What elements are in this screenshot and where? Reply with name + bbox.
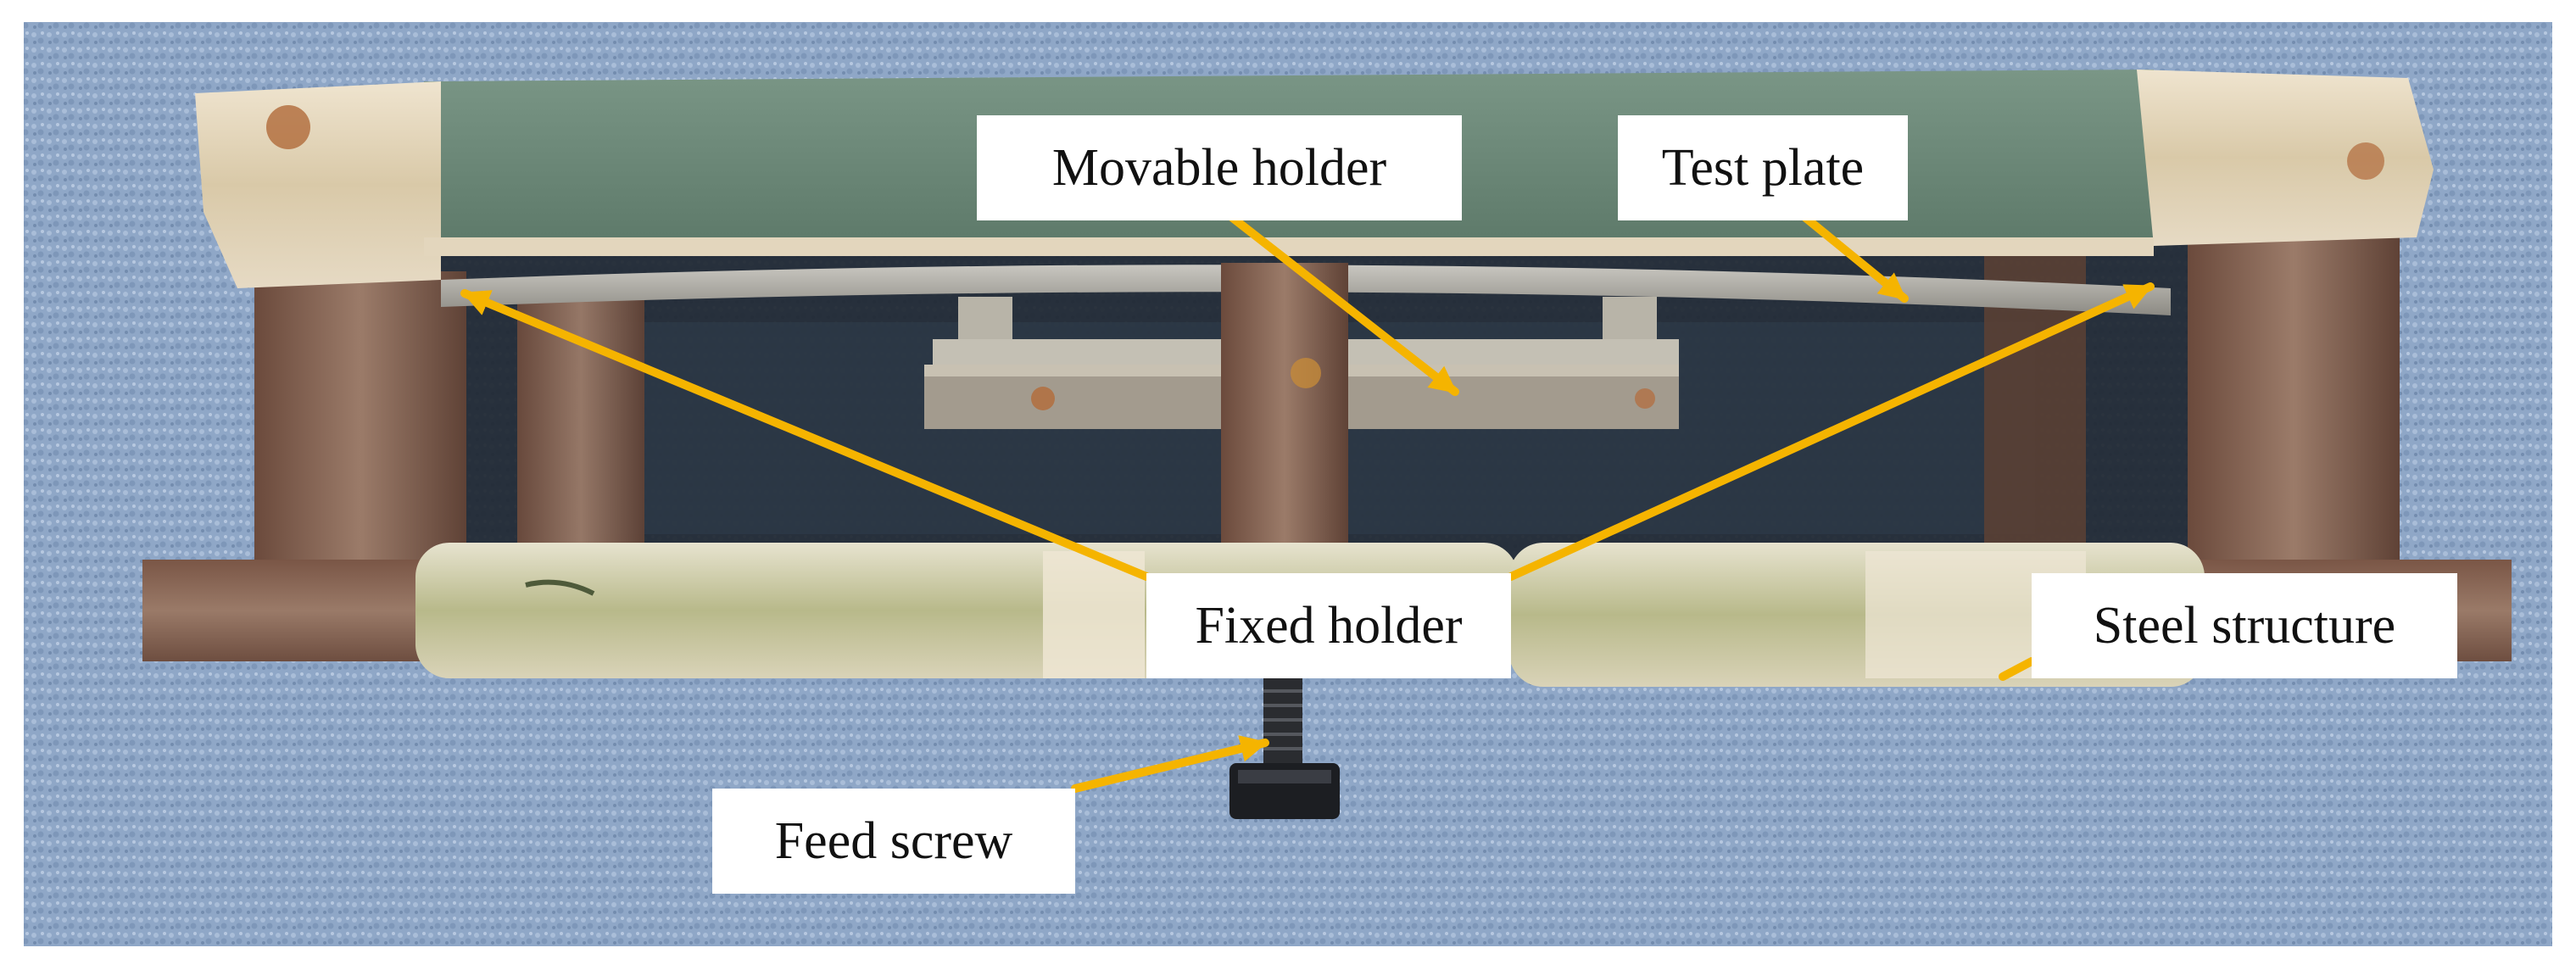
label-feed-screw: Feed screw [712,789,1075,894]
label-fixed-holder: Fixed holder [1146,573,1511,678]
label-test-plate: Test plate [1618,115,1908,220]
label-steel-structure: Steel structure [2032,573,2457,678]
label-movable-holder: Movable holder [977,115,1462,220]
